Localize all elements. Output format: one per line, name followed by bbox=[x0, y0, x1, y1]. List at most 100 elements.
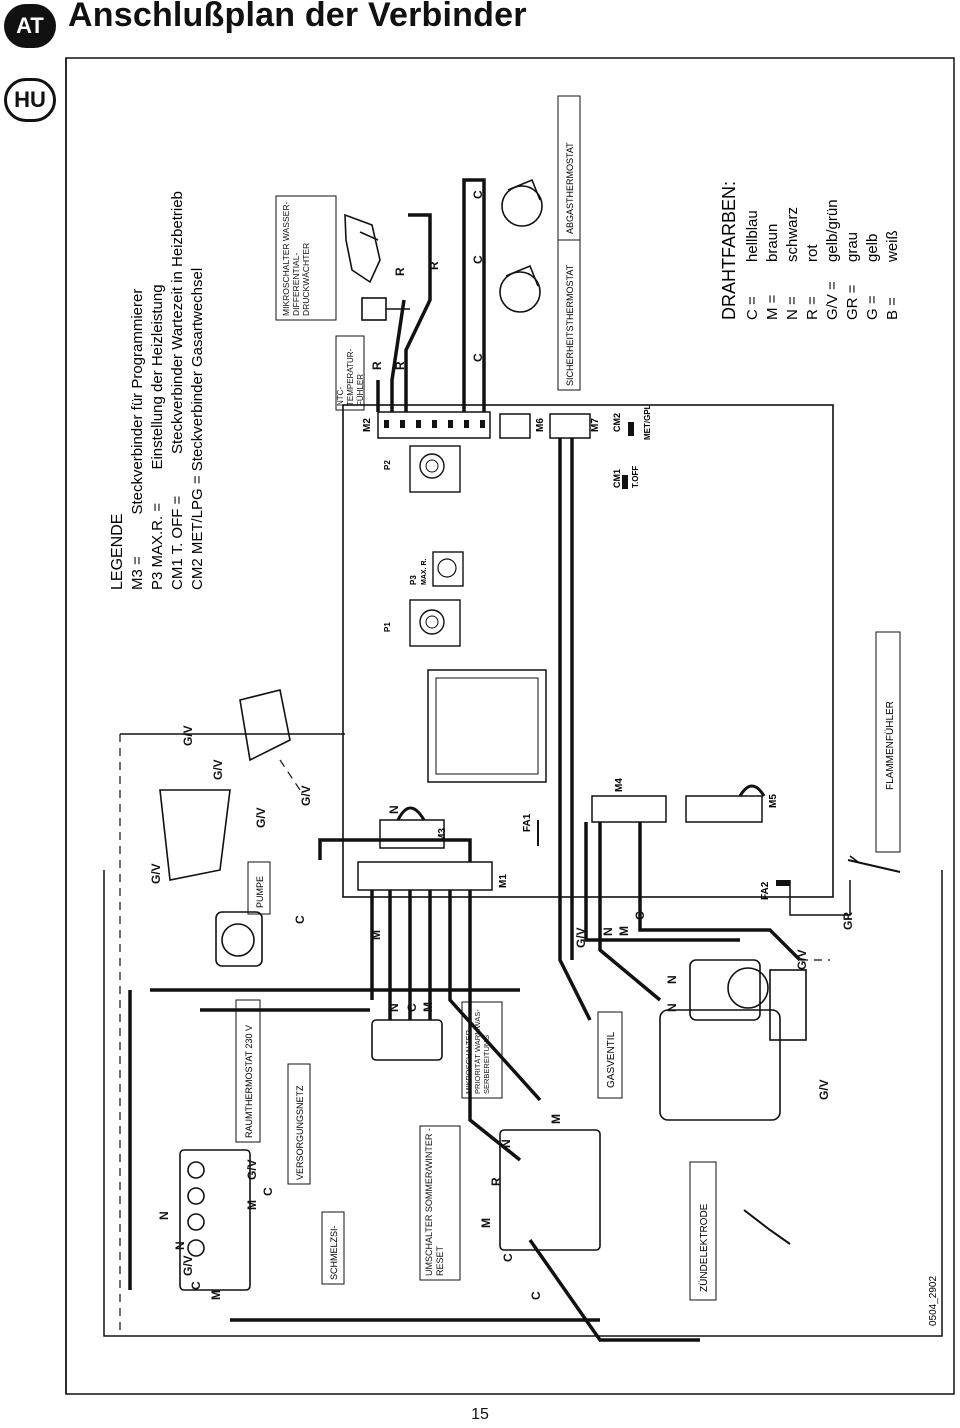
label-m6: M6 bbox=[535, 418, 546, 432]
wire-label-n: N bbox=[601, 927, 615, 936]
box-flammenfuehler bbox=[875, 631, 901, 853]
connector-m6 bbox=[499, 413, 531, 439]
label-met-gpl: MET/GPL bbox=[643, 404, 652, 440]
wire-color-heading: DRAHTFARBEN: bbox=[719, 181, 739, 320]
wire-label-n: N bbox=[499, 1139, 513, 1148]
legend-heading: LEGENDE bbox=[109, 514, 126, 590]
wire-color-code: G = bbox=[864, 295, 881, 320]
wire-color-code: GR = bbox=[844, 284, 861, 320]
text-sicherheitsthermostat: SICHERHEITSTHERMOSTAT bbox=[565, 264, 575, 386]
wire-label-gv: G/V bbox=[817, 1079, 831, 1100]
label-m7: M7 bbox=[590, 418, 601, 432]
text-ntc: NTC-TEMPERATUR- FÜHLER bbox=[336, 349, 364, 406]
wires bbox=[128, 178, 802, 1342]
plug-shape bbox=[159, 689, 291, 881]
gas-valve-shape bbox=[659, 959, 807, 1121]
box-sicherheitsthermostat bbox=[557, 239, 581, 391]
wire-label-n: N bbox=[387, 1003, 401, 1012]
jumper-cm1 bbox=[622, 475, 628, 489]
label-m1: M1 bbox=[498, 874, 509, 888]
label-m5: M5 bbox=[768, 794, 779, 808]
wire-color-name: grau bbox=[844, 232, 861, 262]
wire-label-c: C bbox=[633, 911, 647, 920]
wire-label-n: N bbox=[157, 1211, 171, 1220]
fuse-fa2 bbox=[776, 880, 790, 886]
label-m2: M2 bbox=[362, 418, 373, 432]
wire-label-m: M bbox=[245, 1200, 259, 1210]
box-ntc bbox=[335, 335, 365, 411]
wire-color-name: gelb/grün bbox=[824, 199, 841, 262]
legend-item: P3 MAX.R. = Einstellung der Heizleistung bbox=[149, 284, 166, 590]
box-umschalter bbox=[419, 1125, 461, 1281]
wire-label-gv: G/V bbox=[245, 1159, 259, 1180]
wire-label-gv: G/V bbox=[149, 863, 163, 884]
wire-color-code: B = bbox=[884, 297, 901, 320]
label-p1: P1 bbox=[383, 622, 392, 632]
wire-label-m: M bbox=[209, 1290, 223, 1300]
wire-label-c: C bbox=[471, 190, 485, 199]
wire-label-gv: G/V bbox=[254, 807, 268, 828]
wire-label-m: M bbox=[369, 930, 383, 940]
control-board bbox=[342, 404, 834, 898]
wire-label-gv: G/V bbox=[181, 725, 195, 746]
pump-shape bbox=[215, 911, 263, 967]
label-max-r: MAX. R. bbox=[421, 559, 428, 586]
legend: LEGENDE M3 = Steckverbinder für Programm… bbox=[109, 191, 206, 590]
wire-label-r: R bbox=[427, 261, 441, 270]
wire-label-c: C bbox=[293, 915, 307, 924]
country-badge-at: AT bbox=[4, 4, 56, 48]
wire-color-name: hellblau bbox=[744, 210, 761, 262]
page-title: Anschlußplan der Verbinder bbox=[68, 0, 527, 34]
wire-color-legend: DRAHTFARBEN: C = hellblau M = braun N = … bbox=[719, 181, 901, 320]
label-t-off: T.OFF bbox=[631, 466, 640, 488]
wire-label-n: N bbox=[387, 805, 401, 814]
text-versorgungsnetz: VERSORGUNGSNETZ bbox=[295, 1085, 305, 1180]
connector-m3-loop bbox=[396, 806, 426, 821]
box-gasventil bbox=[597, 1011, 623, 1099]
wire-label-r: R bbox=[370, 361, 384, 370]
text-mikroschalter-diff: MIKROSCHALTER WASSER-DIFFERENTIAL- DRUCK… bbox=[281, 202, 311, 316]
text-raumthermostat: RAUMTHERMOSTAT 230 V bbox=[244, 1025, 254, 1138]
label-m4: M4 bbox=[614, 778, 625, 792]
wire-label-r: R bbox=[393, 361, 407, 370]
wire-label-c: C bbox=[405, 1003, 419, 1012]
wire-label-m: M bbox=[479, 1218, 493, 1228]
connector-m5-loop bbox=[738, 784, 766, 797]
label-p3: P3 bbox=[409, 575, 418, 585]
connector-m2-pins bbox=[384, 420, 485, 428]
wire-labels: C C C R R R R G/V G/V G/V G/V G/V C N M … bbox=[149, 190, 855, 1300]
wire-label-gv: G/V bbox=[795, 949, 809, 970]
country-badge-hu: HU bbox=[4, 78, 56, 122]
label-cm1: CM1 bbox=[612, 469, 622, 488]
wire-color-name: gelb bbox=[864, 234, 881, 262]
jumper-cm2 bbox=[628, 422, 634, 436]
wire-label-gv: G/V bbox=[181, 1255, 195, 1276]
connector-m1 bbox=[357, 861, 493, 891]
wire-label-gr: GR bbox=[841, 912, 855, 930]
wire-label-n: N bbox=[665, 1003, 679, 1012]
box-pumpe bbox=[247, 861, 271, 915]
potentiometer-p2 bbox=[409, 445, 461, 493]
thermostat-shape bbox=[499, 178, 543, 313]
wire-color-code: R = bbox=[804, 296, 821, 320]
label-cm2: CM2 bbox=[612, 413, 622, 432]
legend-item: M3 = Steckverbinder für Programmierer bbox=[129, 289, 146, 590]
wire-color-code: N = bbox=[784, 296, 801, 320]
display-window-inner bbox=[435, 677, 539, 775]
wire-label-c: C bbox=[501, 1253, 515, 1262]
wire-color-name: rot bbox=[804, 244, 821, 262]
ntc-sensor-shape bbox=[361, 297, 410, 321]
wire-color-code: M = bbox=[764, 294, 781, 320]
wire-color-name: weiß bbox=[884, 230, 901, 263]
box-schmelzsi bbox=[321, 1211, 345, 1285]
potentiometer-p3 bbox=[432, 551, 464, 587]
legend-item: CM2 MET/LPG = Steckverbinder Gasartwechs… bbox=[189, 268, 206, 590]
label-m3: M3 bbox=[437, 828, 448, 842]
display-window bbox=[427, 669, 547, 783]
wire-label-c: C bbox=[471, 255, 485, 264]
connector-m3 bbox=[379, 819, 445, 849]
wire-label-r: R bbox=[489, 1177, 503, 1186]
wire-label-m: M bbox=[421, 1002, 435, 1012]
connector-m5 bbox=[685, 795, 763, 823]
label-p2: P2 bbox=[383, 460, 392, 470]
